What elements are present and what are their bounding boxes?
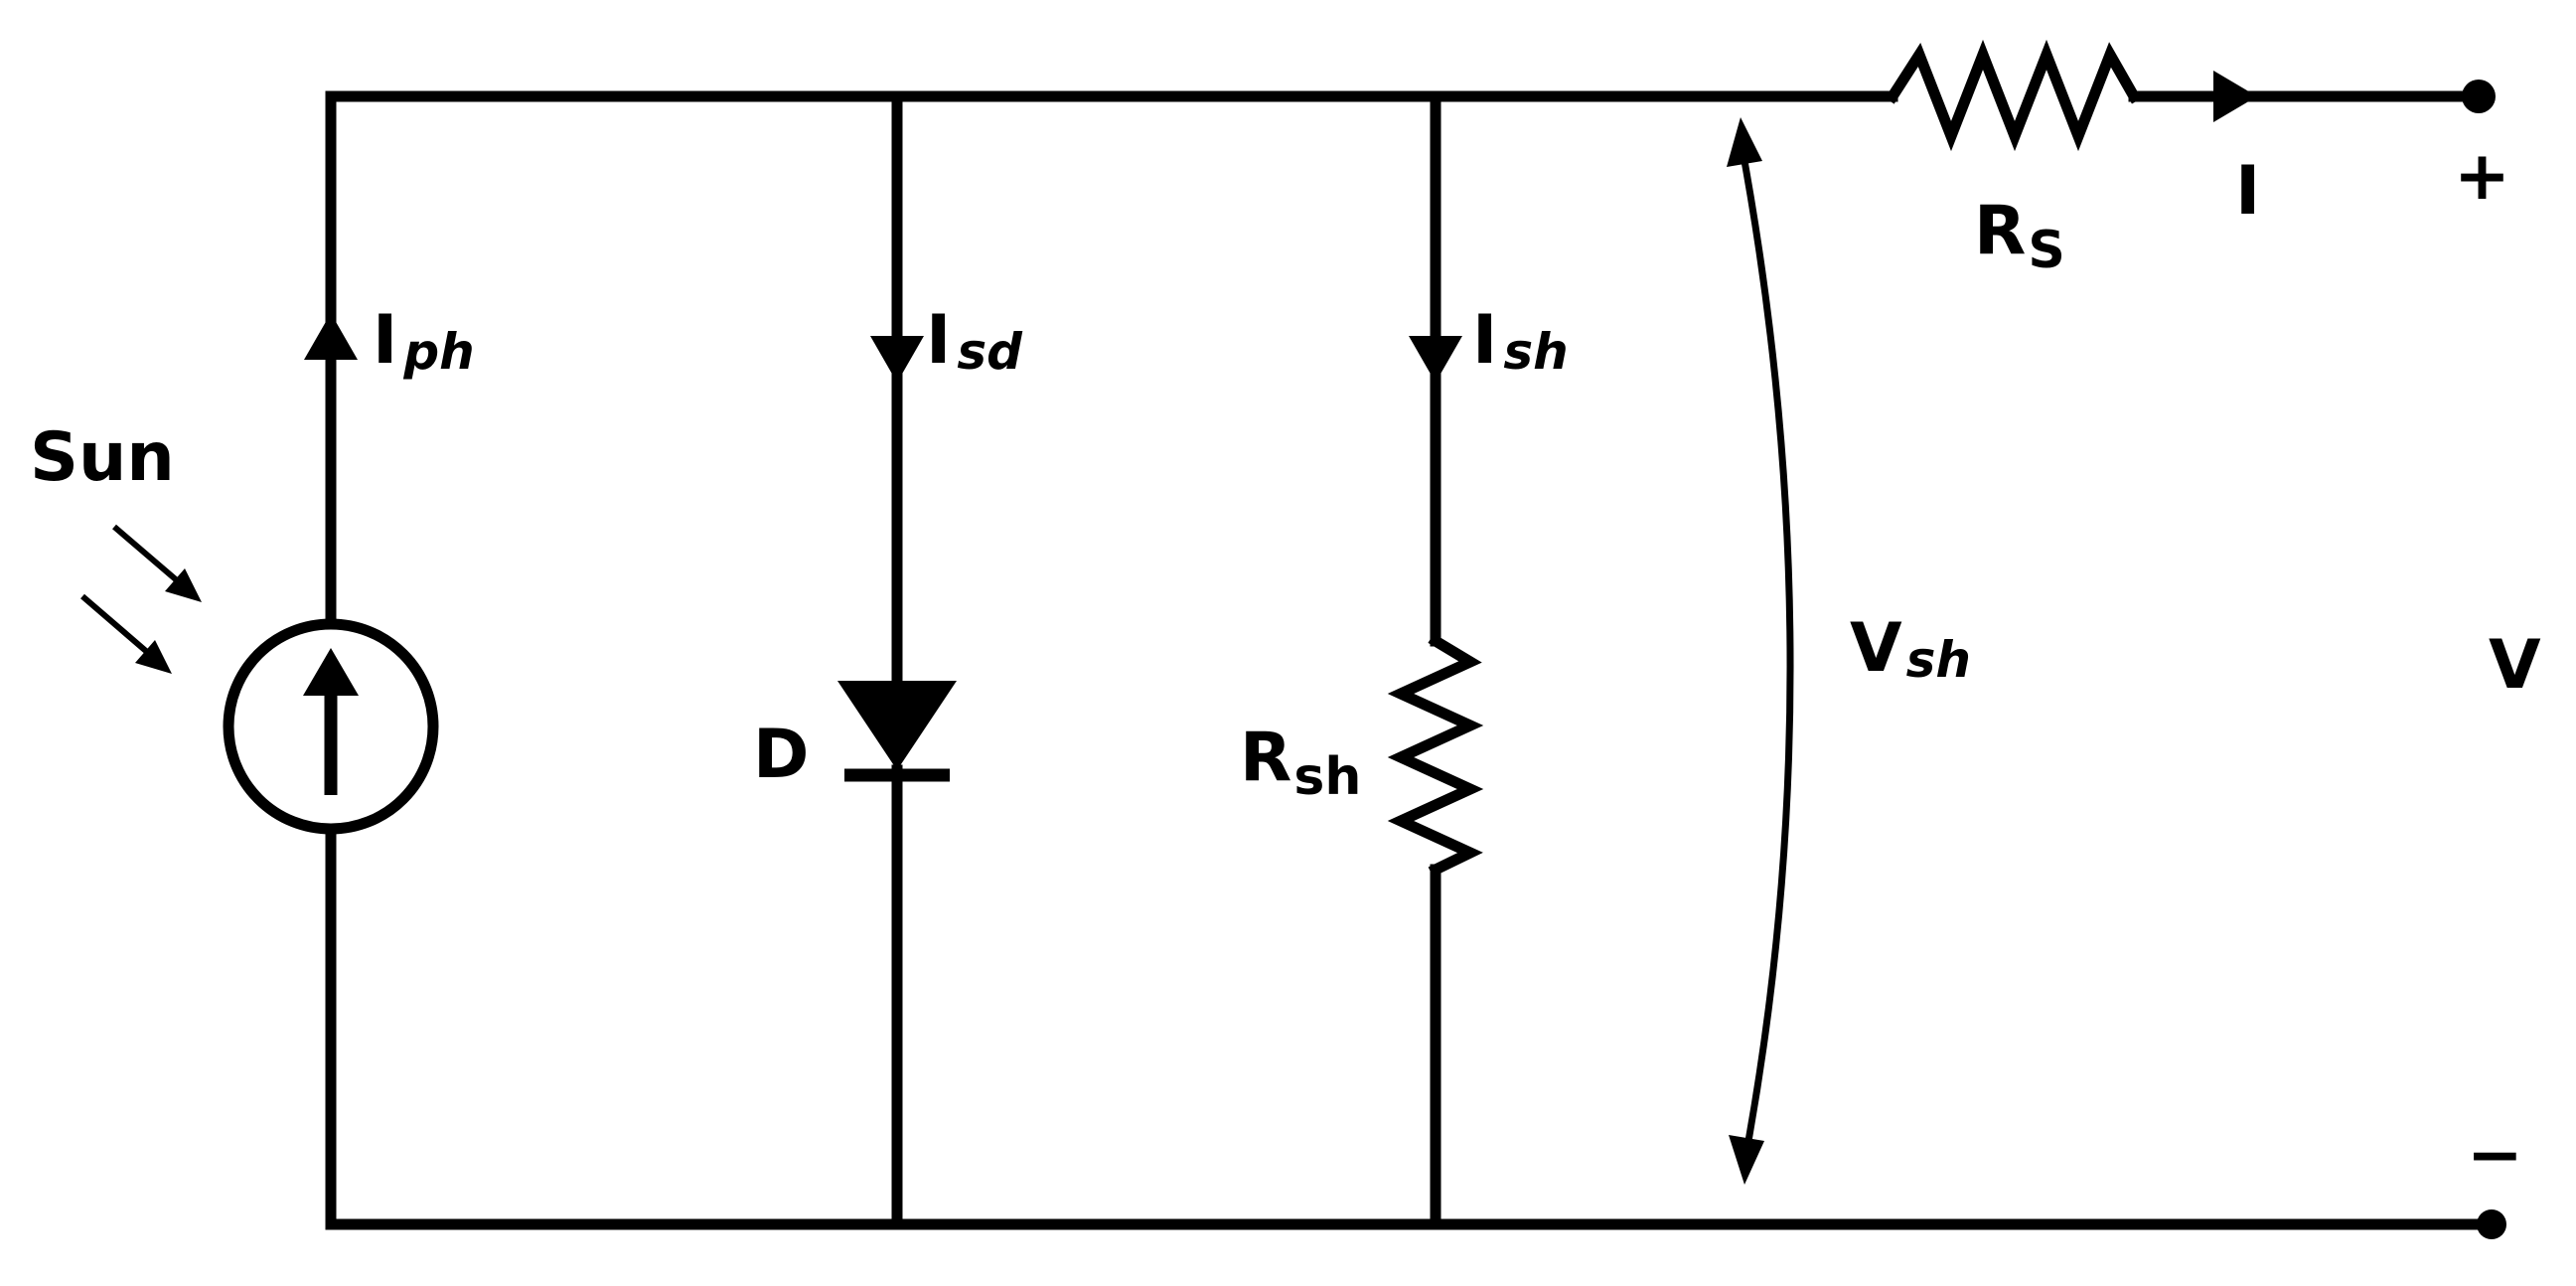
shunt-resistor-label: Rsh: [1240, 719, 1361, 807]
sun-label: Sun: [30, 418, 175, 497]
output-current-label: I: [2235, 152, 2260, 231]
shunt-resistor-symbol: [1387, 633, 1484, 878]
vsh-arrow-icon: [1727, 117, 1794, 1185]
diode-symbol: [837, 681, 957, 770]
shunt-branch: [1387, 90, 1484, 1230]
diode-label: D: [753, 716, 809, 794]
current-source-branch: [223, 90, 439, 1230]
series-resistor-label: RS: [1974, 192, 2065, 280]
vsh-label: Vsh: [1850, 609, 1971, 689]
iph-arrow-icon: [304, 313, 358, 360]
sun-rays-icon: [80, 524, 202, 674]
positive-terminal: [2462, 80, 2496, 113]
output-current-arrow-icon: [2213, 71, 2257, 122]
isd-arrow-icon: [870, 336, 924, 383]
series-resistor-symbol: [1885, 39, 2142, 152]
minus-sign: −: [2467, 1116, 2523, 1195]
ish-arrow-icon: [1409, 336, 1462, 383]
output-voltage-label: V: [2489, 626, 2541, 705]
diode-branch: [837, 90, 957, 1230]
plus-sign: +: [2454, 137, 2510, 216]
negative-terminal: [2477, 1209, 2506, 1239]
